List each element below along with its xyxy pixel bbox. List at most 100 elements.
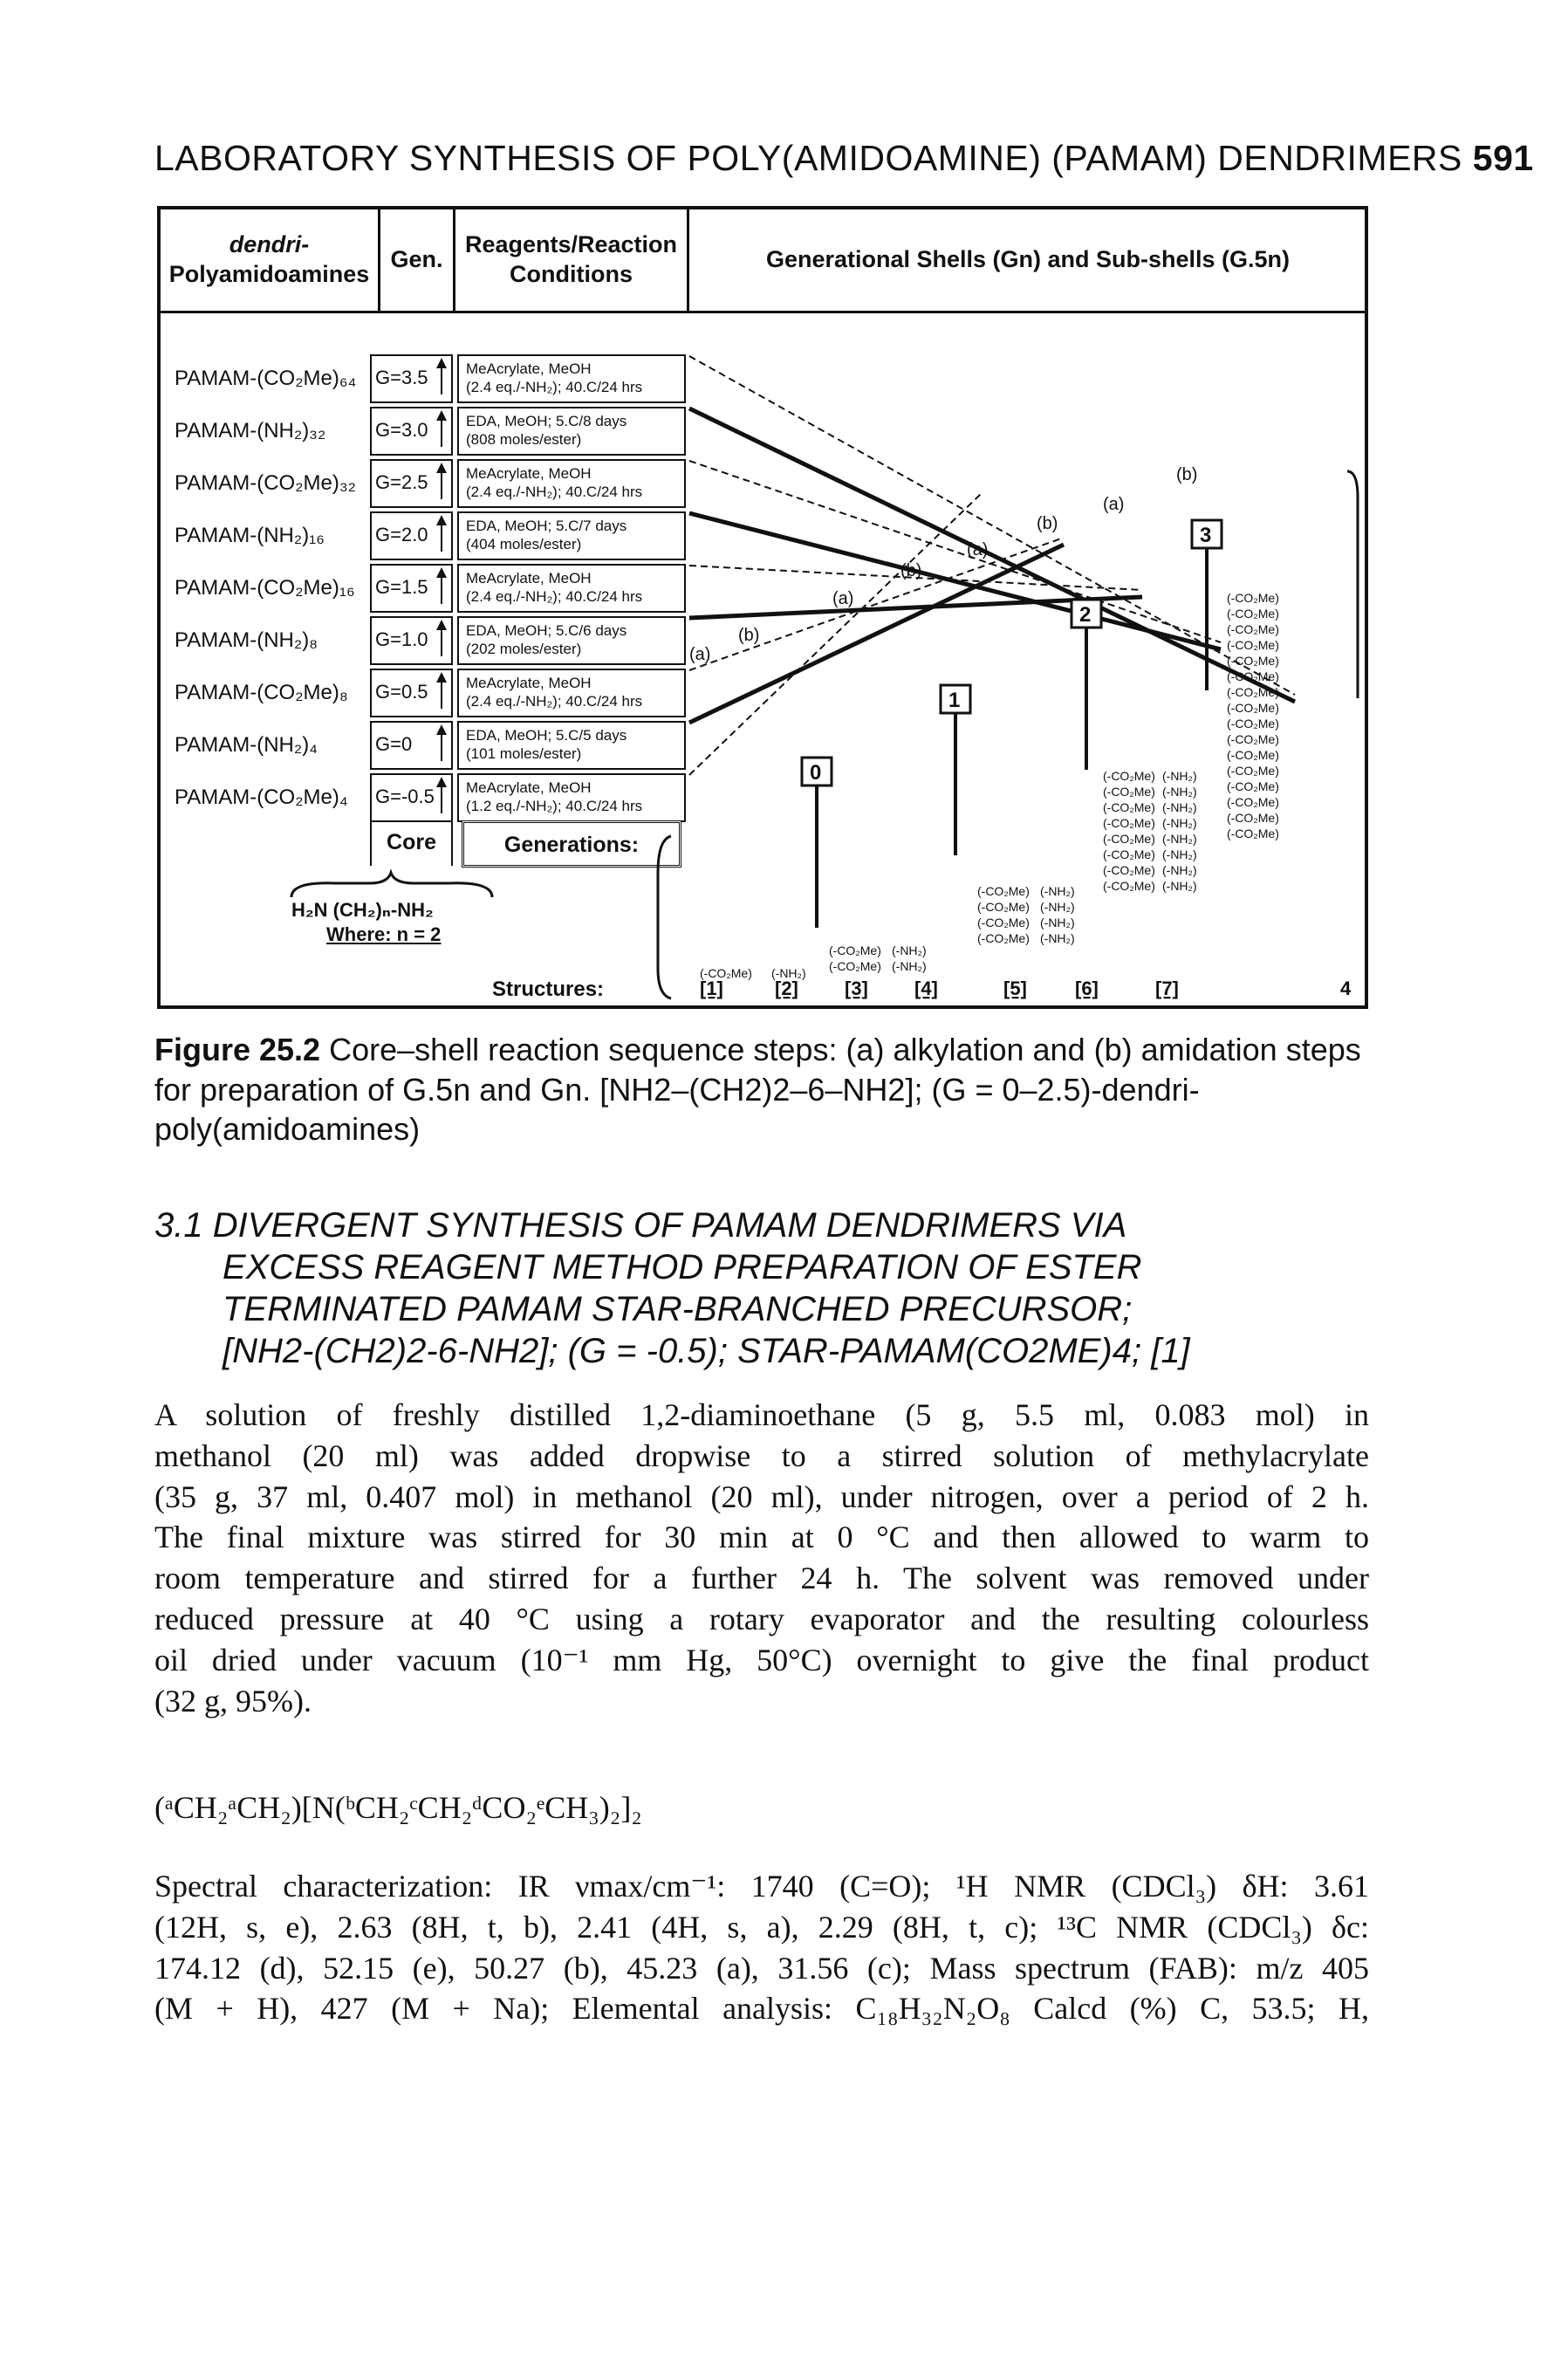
core-formula: H₂N (CH₂)ₙ-NH₂ — [291, 899, 434, 921]
ester-end-group: (-CO₂Me) — [1103, 863, 1155, 877]
core-label: Core — [370, 822, 453, 866]
text-line: oil dried under vacuum (10⁻¹ mm Hg, 50°C… — [154, 1642, 1369, 1677]
amine-end-group: (-NH₂) — [1162, 879, 1197, 893]
ester-end-group: (-CO₂Me) — [1227, 669, 1279, 683]
row-generation: G=1.0 — [370, 616, 453, 665]
shell-guide-line — [688, 565, 1143, 591]
figure-diagram: 0123(a)(b)(a)(b)(a)(b)(a)(b)(-CO₂Me)(-NH… — [290, 355, 1359, 1000]
header-divider — [161, 311, 1365, 313]
figure-caption: Figure 25.2 Core–shell reaction sequence… — [154, 1030, 1376, 1149]
row-generation: G=3.5 — [370, 354, 453, 403]
row-generation: G=2.5 — [370, 459, 453, 508]
generation-box-number: 1 — [948, 689, 960, 712]
amine-end-group: (-NH₂) — [1040, 900, 1075, 914]
page-number: 591 — [1472, 138, 1534, 178]
row-polyamidoamine-name: PAMAM-(CO₂Me)₆₄ — [175, 367, 357, 390]
condition-line: (101 moles/ester) — [466, 745, 582, 763]
ester-end-group: (-CO₂Me) — [977, 916, 1030, 930]
shell-guide-line — [688, 493, 982, 776]
arrowhead — [436, 463, 447, 473]
condition-line: (2.4 eq./-NH₂); 40.C/24 hrs — [466, 693, 643, 710]
header-col1-line1: dendri- — [229, 231, 310, 258]
side-mark: 4 — [1340, 978, 1352, 999]
right-bracket — [1346, 470, 1359, 698]
amine-end-group: (-NH₂) — [1040, 931, 1075, 945]
header-col3-line1: Reagents/Reaction — [464, 231, 678, 258]
structure-number: [2] — [775, 978, 798, 999]
ester-end-group: (-CO₂Me) — [1227, 701, 1279, 715]
row-polyamidoamine-name: PAMAM-(NH₂)₁₆ — [175, 524, 325, 547]
ester-end-group: (-CO₂Me) — [1227, 827, 1279, 840]
structure-number: [5] — [1003, 978, 1027, 999]
row-conditions: MeAcrylate, MeOH(2.4 eq./-NH₂); 40.C/24 … — [457, 354, 686, 403]
running-head: LABORATORY SYNTHESIS OF POLY(AMIDOAMINE)… — [154, 138, 1533, 179]
header-generational-shells: Generational Shells (Gn) and Sub-shells … — [765, 246, 1291, 273]
ester-end-group: (-CO₂Me) — [1227, 607, 1279, 621]
section-heading-line: [NH2-(CH2)2-6-NH2]; (G = -0.5); STAR-PAM… — [223, 1332, 1190, 1370]
section-heading-line: TERMINATED PAMAM STAR-BRANCHED PRECURSOR… — [223, 1290, 1133, 1328]
shell-guide-line — [688, 355, 1296, 696]
condition-line: EDA, MeOH; 5.C/8 days — [466, 413, 627, 429]
amine-end-group: (-NH₂) — [1162, 816, 1197, 830]
condition-line: MeAcrylate, MeOH — [466, 675, 592, 691]
row-polyamidoamine-name: PAMAM-(NH₂)₈ — [175, 628, 318, 652]
step-label-b: (b) — [1037, 514, 1058, 533]
text-line: room temperature and stirred for a furth… — [154, 1561, 1369, 1596]
row-generation: G=0 — [370, 721, 453, 770]
ester-end-group: (-CO₂Me) — [1227, 811, 1279, 825]
text-line: methanol (20 ml) was added dropwise to a… — [154, 1437, 1369, 1473]
amine-end-group: (-NH₂) — [892, 943, 927, 957]
shell-guide-line — [688, 511, 1222, 652]
figure-25-2: dendri- Polyamidoamines Gen. Reagents/Rea… — [157, 206, 1368, 1009]
text-line: 174.12 (d), 52.15 (e), 50.27 (b), 45.23 … — [154, 1950, 1369, 1986]
structures-label: Structures: — [492, 978, 605, 1001]
row-conditions: MeAcrylate, MeOH (2.4 eq./-NH₂); 40.C/24 … — [457, 669, 686, 717]
ester-end-group: (-CO₂Me) — [1103, 785, 1155, 799]
condition-line: EDA, MeOH; 5.C/6 days — [466, 622, 627, 639]
row-generation: G=2.0 — [370, 511, 453, 560]
header-gen: Gen. — [380, 209, 455, 311]
ester-end-group: (-CO₂Me) — [1103, 832, 1155, 846]
text-line: (32 g, 95%). — [154, 1683, 312, 1719]
text-line: (35 g, 37 ml, 0.407 mol) in methanol (20… — [154, 1478, 1369, 1514]
arrowhead — [436, 410, 447, 421]
ester-end-group: (-CO₂Me) — [1227, 654, 1279, 668]
row-conditions: EDA, MeOH; 5.C/8 days(808 moles/ester) — [457, 407, 686, 456]
row-polyamidoamine-name: PAMAM-(NH₂)₄ — [175, 733, 318, 757]
amine-end-group: (-NH₂) — [1040, 916, 1075, 930]
structure-formula: (ᵃCH₂ᵃCH₂)[N(ᵇCH₂ᶜCH₂ᵈCO₂ᵉCH₃)₂]₂ — [154, 1790, 642, 1825]
shell-guide-line — [688, 537, 1065, 671]
row-polyamidoamine-name: PAMAM-(CO₂Me)₃₂ — [175, 471, 356, 495]
row-polyamidoamine-name: PAMAM-(CO₂Me)₄ — [175, 786, 348, 809]
ester-end-group: (-CO₂Me) — [977, 900, 1030, 914]
amine-end-group: (-NH₂) — [892, 959, 927, 973]
shell-guide-line — [688, 542, 1065, 725]
arrowhead — [436, 620, 447, 630]
row-generation: G=-0.5 — [370, 773, 453, 822]
generation-box-number: 0 — [810, 761, 821, 785]
header-col3-line2: Conditions — [510, 261, 633, 287]
step-label-a: (a) — [1103, 495, 1124, 514]
text-line: The final mixture was stirred for 30 min… — [154, 1520, 1369, 1555]
core-where: Where: n = 2 — [326, 923, 442, 945]
paragraph-procedure: A solution of freshly distilled 1,2-diam… — [154, 1395, 1369, 1721]
ester-end-group: (-CO₂Me) — [1227, 748, 1279, 762]
header-col1-line2: Polyamidoamines — [168, 261, 370, 287]
structure-number: [6] — [1075, 978, 1099, 999]
ester-end-group: (-CO₂Me) — [977, 931, 1030, 945]
condition-line: EDA, MeOH; 5.C/7 days — [466, 518, 627, 534]
generation-box-number: 3 — [1200, 524, 1211, 547]
ester-end-group: (-CO₂Me) — [977, 884, 1030, 898]
running-head-title: LABORATORY SYNTHESIS OF POLY(AMIDOAMINE)… — [154, 138, 1462, 178]
shell-guide-line — [688, 594, 1143, 621]
condition-line: (202 moles/ester) — [466, 641, 582, 658]
shell-guide-line — [688, 406, 1297, 704]
arrowhead — [436, 777, 447, 787]
row-conditions: MeAcrylate, MeOH(2.4 eq./-NH₂); 40.C/24 … — [457, 564, 686, 613]
paragraph-spectral: Spectral characterization: IR νmax/cm⁻¹:… — [154, 1866, 1369, 2029]
header-dendri-polyamidoamines: dendri- Polyamidoamines — [161, 209, 380, 311]
structure-number: [4] — [914, 978, 938, 999]
step-label-a: (a) — [689, 645, 710, 664]
text-line: A solution of freshly distilled 1,2-diam… — [154, 1397, 1369, 1432]
